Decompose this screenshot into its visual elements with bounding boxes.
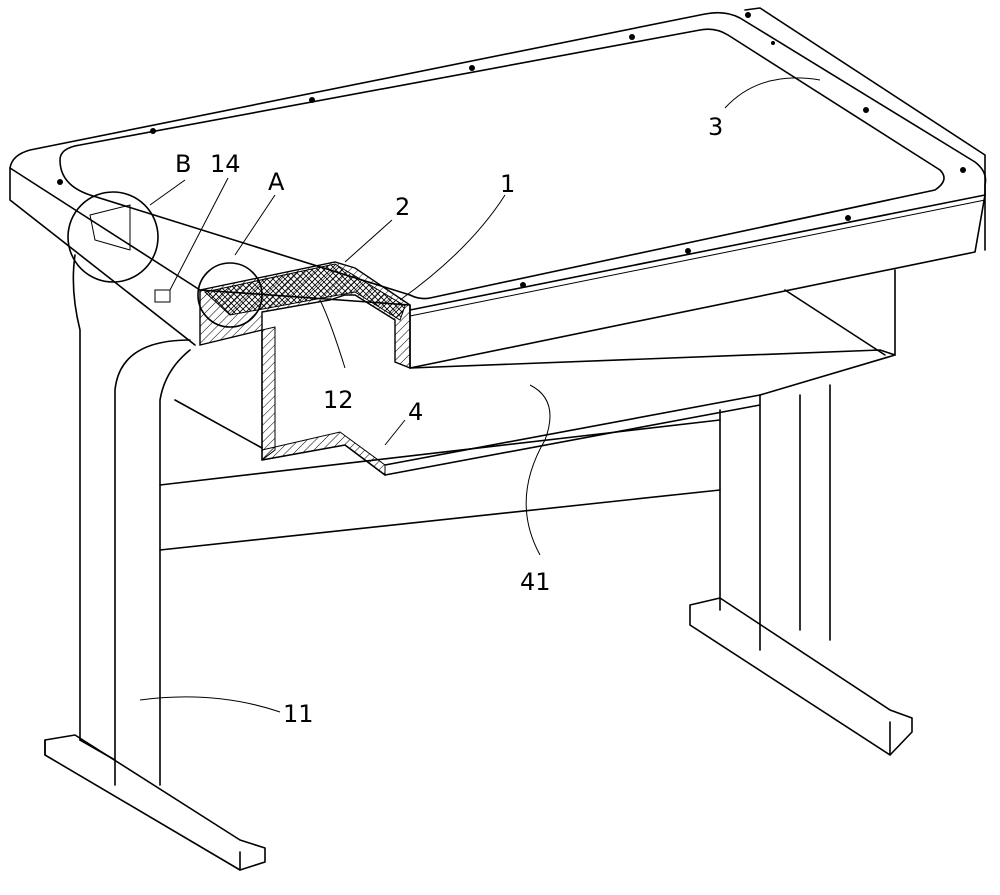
label-3: 3 <box>708 113 723 141</box>
label-41: 41 <box>520 568 551 596</box>
cutaway-section <box>199 261 411 476</box>
right-leg <box>689 384 913 756</box>
left-leg <box>44 254 266 871</box>
label-a: A <box>268 168 285 196</box>
label-14: 14 <box>210 150 241 178</box>
tabletop <box>9 7 987 369</box>
label-11: 11 <box>283 700 314 728</box>
drawer-box <box>174 269 896 476</box>
label-4: 4 <box>408 398 423 426</box>
detail-circle-b <box>67 191 159 283</box>
label-1: 1 <box>500 170 515 198</box>
leader-lines <box>139 77 821 713</box>
label-12: 12 <box>323 386 354 414</box>
label-b: B <box>175 150 191 178</box>
crossbar <box>159 419 721 551</box>
label-2: 2 <box>395 193 410 221</box>
detail-circle-a <box>197 262 263 328</box>
screw-holes <box>57 12 966 288</box>
